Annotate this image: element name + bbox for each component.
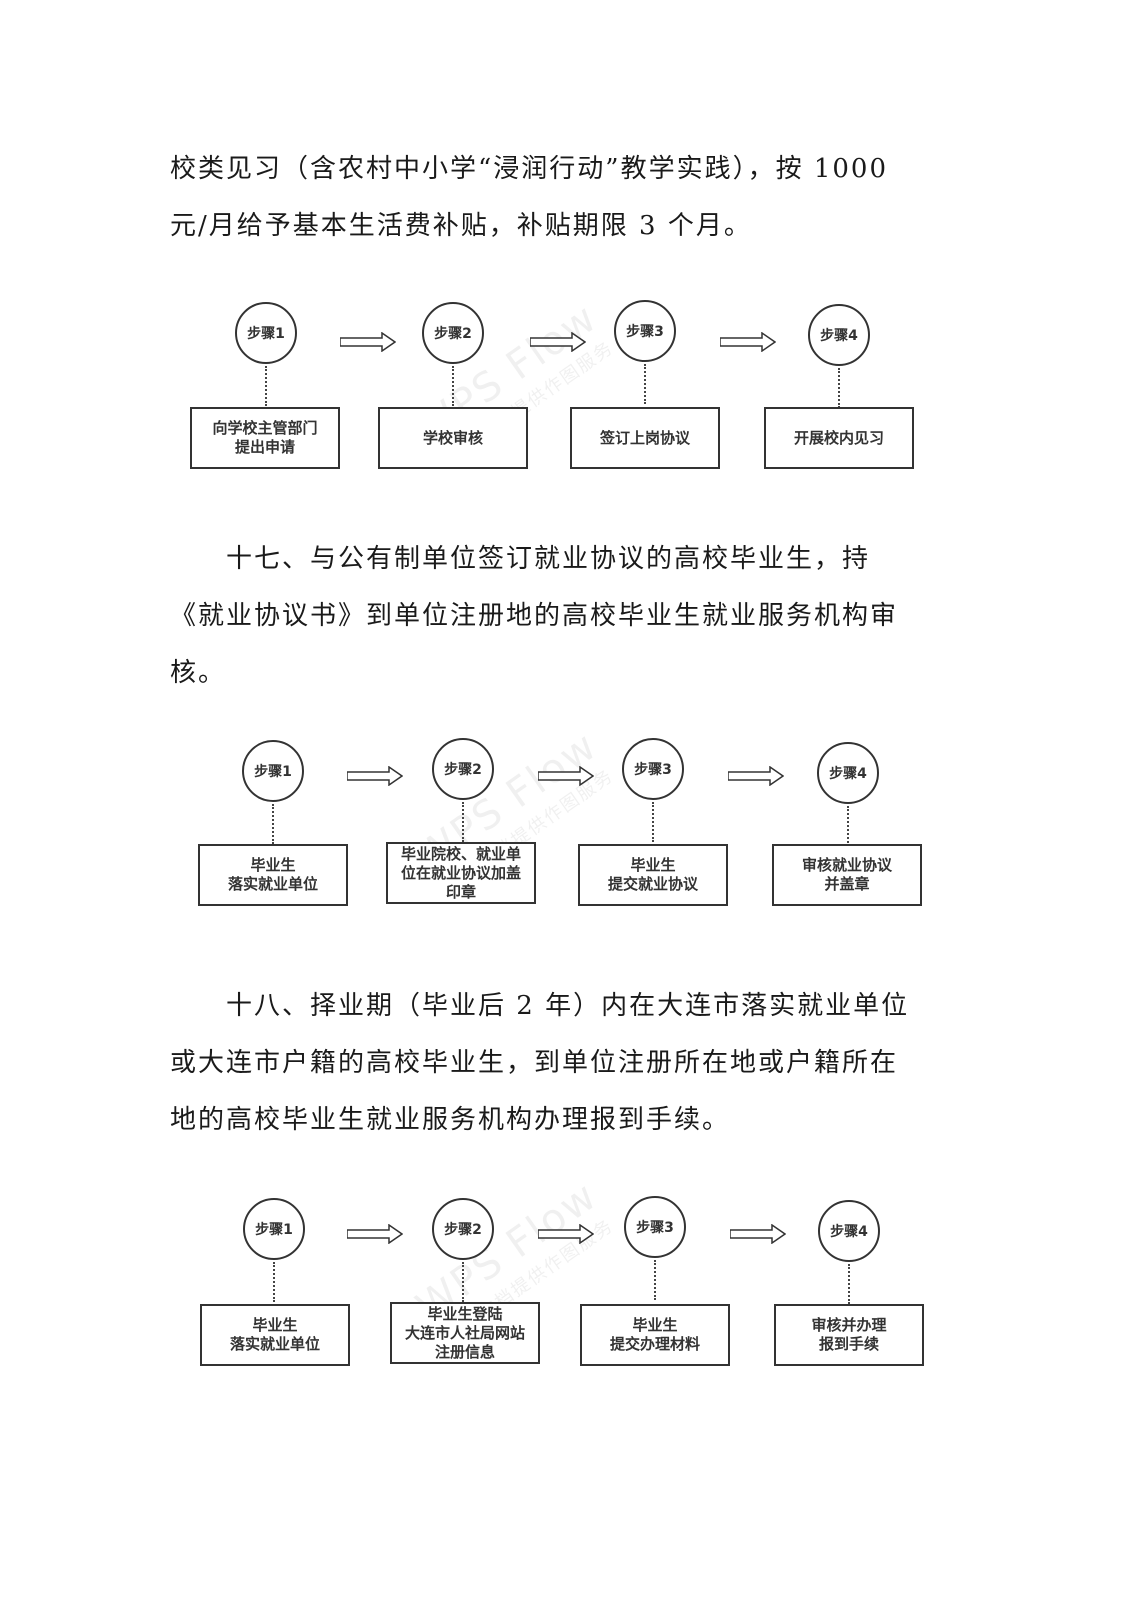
- connector-dots: [265, 366, 267, 406]
- right-arrow-icon: [538, 766, 594, 786]
- connector-dots: [273, 1262, 275, 1302]
- connector-dots: [272, 804, 274, 844]
- step-circle-1: 步骤1: [243, 1198, 305, 1260]
- step-box-3: 毕业生 提交办理材料: [580, 1304, 730, 1366]
- step-box-4: 审核就业协议 并盖章: [772, 844, 922, 906]
- step-circle-3: 步骤3: [624, 1196, 686, 1258]
- paragraph-2: 十七、与公有制单位签订就业协议的高校毕业生，持 《就业协议书》到单位注册地的高校…: [170, 531, 960, 702]
- step-box-3: 毕业生 提交就业协议: [578, 844, 728, 906]
- step-box-3: 签订上岗协议: [570, 407, 720, 469]
- right-arrow-icon: [538, 1224, 594, 1244]
- right-arrow-icon: [730, 1224, 786, 1244]
- step-box-2: 毕业院校、就业单 位在就业协议加盖 印章: [386, 842, 536, 904]
- paragraph-2-line-2: 《就业协议书》到单位注册地的高校毕业生就业服务机构审: [170, 601, 899, 631]
- right-arrow-icon: [340, 332, 396, 352]
- step-circle-1: 步骤1: [235, 302, 297, 364]
- step-box-1: 毕业生 落实就业单位: [198, 844, 348, 906]
- paragraph-3-line-1: 十八、择业期（毕业后 2 年）内在大连市落实就业单位: [170, 991, 910, 1021]
- step-circle-2: 步骤2: [432, 738, 494, 800]
- step-circle-4: 步骤4: [808, 304, 870, 366]
- step-circle-3: 步骤3: [622, 738, 684, 800]
- step-circle-4: 步骤4: [817, 742, 879, 804]
- paragraph-1: 校类见习（含农村中小学“浸润行动”教学实践），按 1000 元/月给予基本生活费…: [170, 141, 960, 255]
- step-box-1: 向学校主管部门 提出申请: [190, 407, 340, 469]
- step-box-4: 开展校内见习: [764, 407, 914, 469]
- step-box-1: 毕业生 落实就业单位: [200, 1304, 350, 1366]
- connector-dots: [462, 1262, 464, 1302]
- connector-dots: [847, 806, 849, 846]
- right-arrow-icon: [720, 332, 776, 352]
- step-circle-3: 步骤3: [614, 300, 676, 362]
- step-box-2: 毕业生登陆 大连市人社局网站 注册信息: [390, 1302, 540, 1364]
- connector-dots: [644, 364, 646, 404]
- connector-dots: [848, 1264, 850, 1304]
- step-circle-2: 步骤2: [432, 1198, 494, 1260]
- step-circle-1: 步骤1: [242, 740, 304, 802]
- connector-dots: [838, 368, 840, 408]
- step-box-2: 学校审核: [378, 407, 528, 469]
- connector-dots: [652, 802, 654, 842]
- right-arrow-icon: [347, 766, 403, 786]
- right-arrow-icon: [728, 766, 784, 786]
- paragraph-3: 十八、择业期（毕业后 2 年）内在大连市落实就业单位 或大连市户籍的高校毕业生，…: [170, 978, 960, 1149]
- connector-dots: [654, 1260, 656, 1300]
- paragraph-2-line-3: 核。: [170, 658, 227, 688]
- connector-dots: [462, 802, 464, 842]
- step-circle-4: 步骤4: [818, 1200, 880, 1262]
- paragraph-1-line-1: 校类见习（含农村中小学“浸润行动”教学实践），按 1000: [170, 154, 889, 184]
- step-box-4: 审核并办理 报到手续: [774, 1304, 924, 1366]
- connector-dots: [452, 366, 454, 406]
- right-arrow-icon: [530, 332, 586, 352]
- paragraph-3-line-3: 地的高校毕业生就业服务机构办理报到手续。: [170, 1105, 731, 1135]
- paragraph-1-line-2: 元/月给予基本生活费补贴，补贴期限 3 个月。: [170, 211, 752, 241]
- paragraph-3-line-2: 或大连市户籍的高校毕业生，到单位注册所在地或户籍所在: [170, 1048, 899, 1078]
- right-arrow-icon: [347, 1224, 403, 1244]
- step-circle-2: 步骤2: [422, 302, 484, 364]
- paragraph-2-line-1: 十七、与公有制单位签订就业协议的高校毕业生，持: [170, 544, 871, 574]
